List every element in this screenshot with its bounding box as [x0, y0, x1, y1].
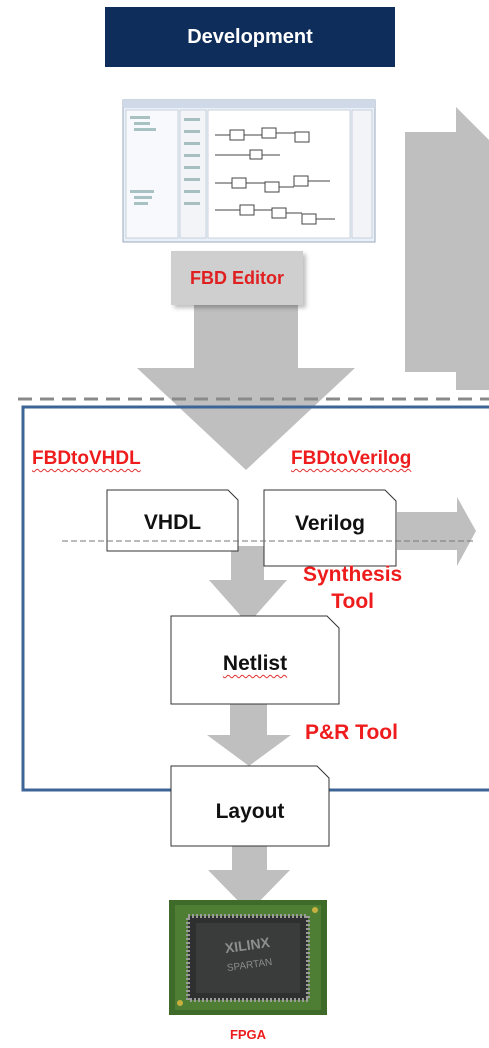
development-header: Development	[105, 7, 395, 67]
netlist-down-arrow	[207, 702, 291, 766]
layout-document-label: Layout	[215, 800, 285, 823]
verilog-document-shape	[263, 489, 397, 567]
synthesis-tool-line2: Tool	[331, 590, 374, 613]
fbd-to-vhdl-label: FBDtoVHDL	[32, 448, 141, 469]
editor-screenshot-thumbnail	[122, 99, 376, 243]
verilog-document-label: Verilog	[294, 512, 366, 535]
vhdl-document-label: VHDL	[143, 511, 202, 534]
layout-document-shape	[170, 765, 330, 847]
netlist-document-shape	[170, 615, 340, 705]
fbd-editor-label: FBD Editor	[171, 251, 303, 305]
editor-down-arrow	[137, 305, 355, 470]
pr-tool-label: P&R Tool	[305, 721, 398, 744]
vhdl-down-arrow	[209, 546, 287, 624]
big-right-arrow	[405, 107, 489, 390]
netlist-document-label: Netlist	[222, 652, 288, 675]
layout-down-arrow	[208, 846, 290, 912]
fpga-chip-image: XILINX SPARTAN	[169, 900, 327, 1015]
fpga-label: FPGA	[229, 1027, 267, 1042]
svg-text:XILINX: XILINX	[224, 934, 272, 956]
verilog-right-arrow	[397, 497, 476, 566]
synthesis-tool-label: Synthesis Tool	[303, 561, 402, 615]
synthesis-tool-line1: Synthesis	[303, 563, 403, 586]
fbd-to-verilog-label: FBDtoVerilog	[291, 448, 412, 469]
